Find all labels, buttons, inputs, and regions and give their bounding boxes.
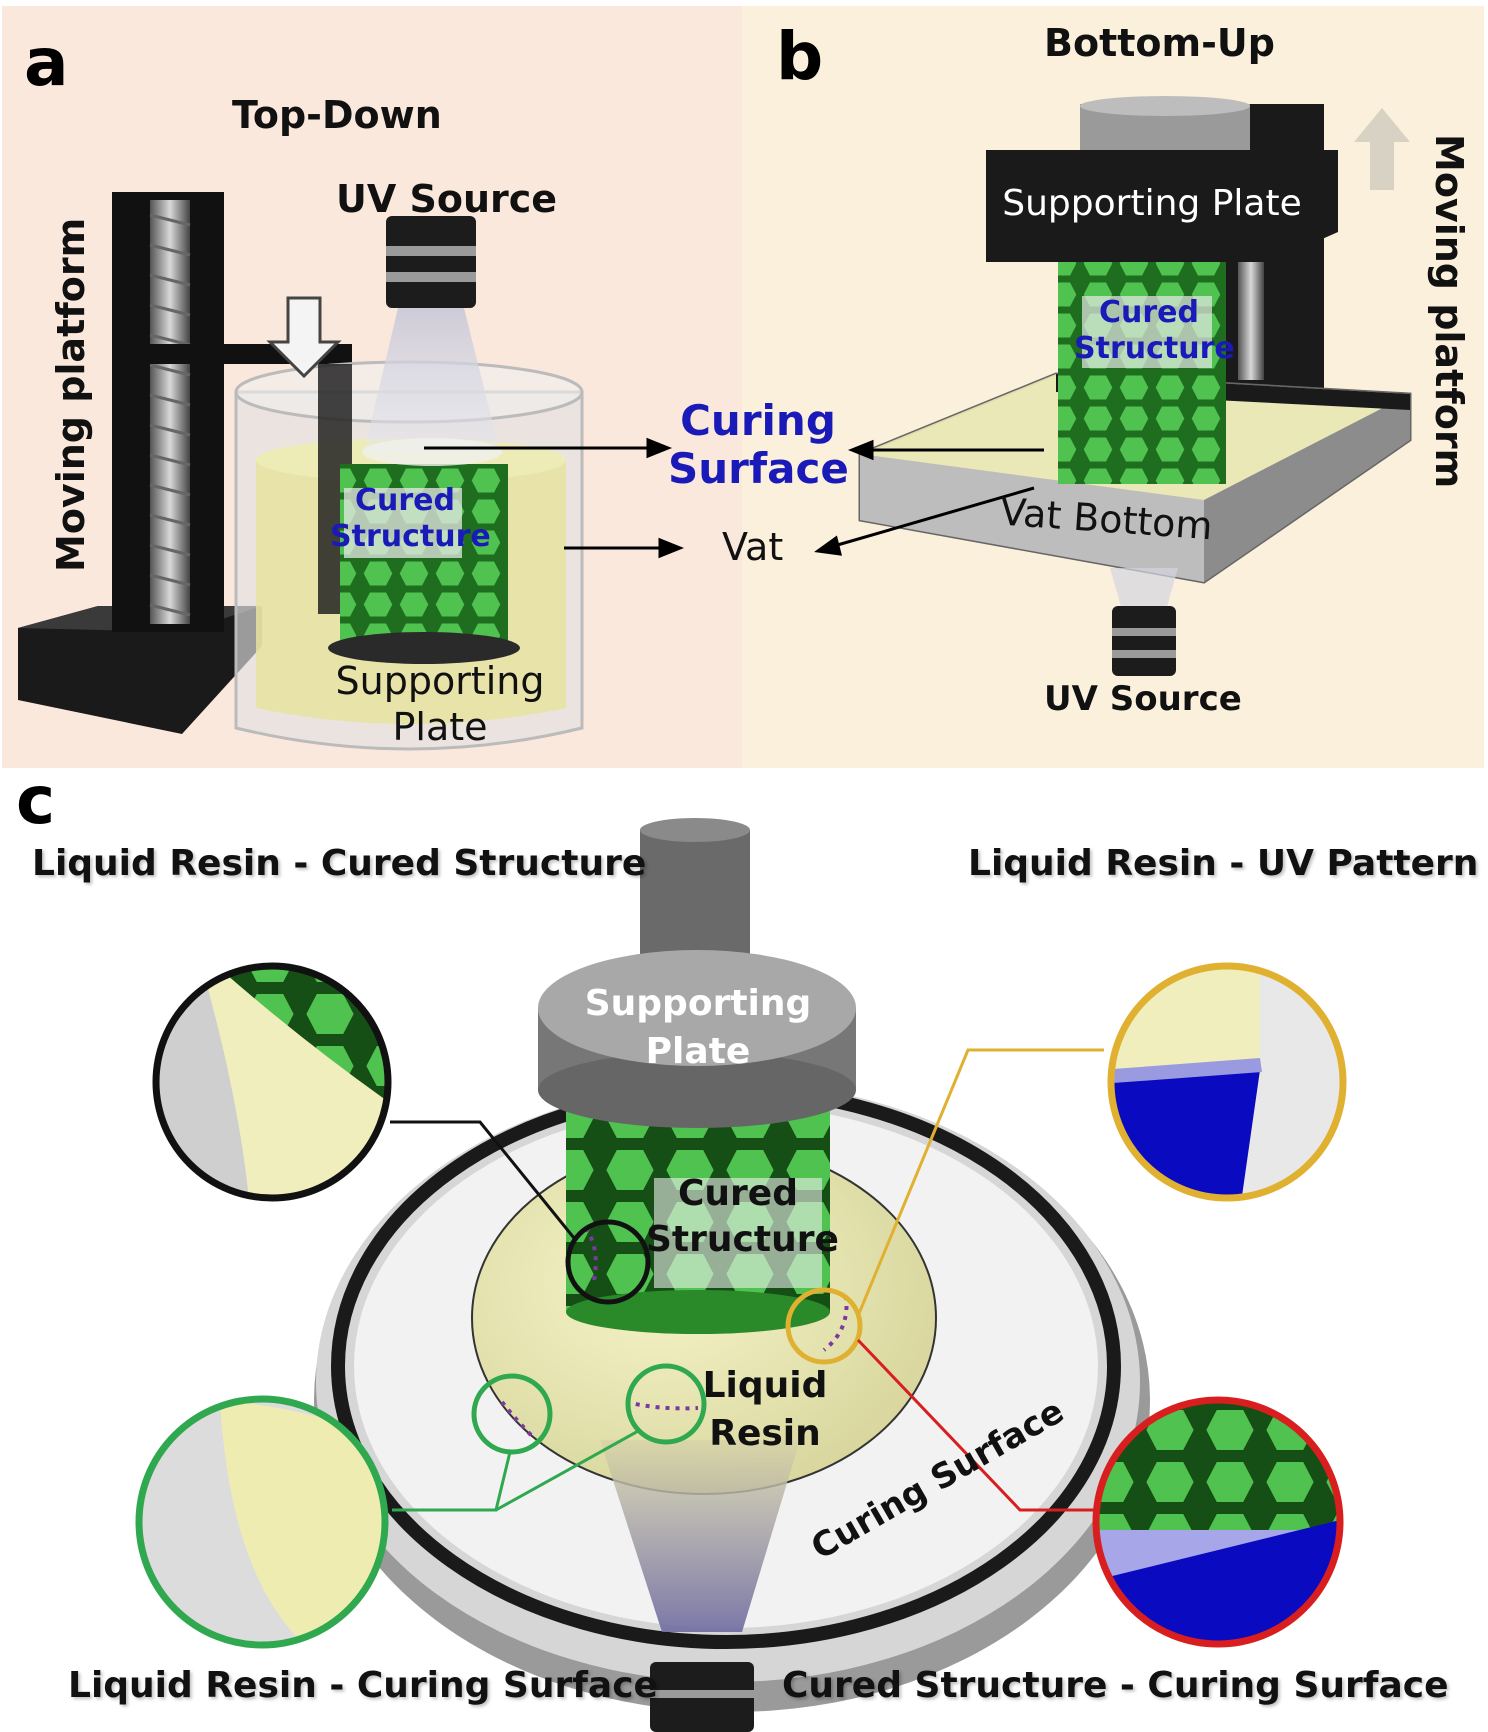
panel-a-supporting-plate-line2: Plate bbox=[392, 705, 488, 749]
inset-cured-structure-curing-surface bbox=[1092, 1396, 1344, 1648]
panel-c-liquid-resin-line1: Liquid bbox=[702, 1365, 828, 1406]
panel-a-uv-source bbox=[386, 216, 476, 308]
panel-b-printer bbox=[858, 96, 1412, 676]
inset-liquid-resin-uv-pattern bbox=[1107, 962, 1347, 1202]
panel-b-moving-platform-label: Moving platform bbox=[1427, 134, 1471, 489]
panel-a-down-arrow bbox=[266, 296, 342, 379]
panel-c-supporting-plate-line2: Plate bbox=[645, 1031, 751, 1072]
panel-c-letter: c bbox=[16, 762, 56, 839]
marker-liquid-resin-cured-structure bbox=[565, 1219, 651, 1305]
label-cured-structure-curing-surface: Cured Structure - Curing Surface bbox=[782, 1665, 1449, 1706]
panel-c-pole bbox=[640, 830, 750, 960]
label-liquid-resin-uv-pattern: Liquid Resin - UV Pattern bbox=[968, 843, 1479, 884]
marker-liquid-resin-curing-surface-2 bbox=[625, 1363, 707, 1445]
panel-b-uv-source-label: UV Source bbox=[1044, 679, 1242, 719]
vat-label: Vat bbox=[722, 525, 784, 569]
connector-arrows bbox=[424, 437, 1044, 559]
marker-liquid-resin-curing-surface-1 bbox=[471, 1373, 553, 1455]
panel-b-uv-beam bbox=[1110, 568, 1178, 610]
panel-a-supporting-plate-line1: Supporting bbox=[335, 659, 545, 703]
panel-b-supporting-plate-label: Supporting Plate bbox=[1002, 183, 1302, 224]
panel-a-uv-beam bbox=[364, 308, 500, 452]
panel-c-scene bbox=[314, 818, 1150, 1732]
curing-surface-label-line2: Surface bbox=[668, 444, 849, 493]
panel-a-moving-platform-label: Moving platform bbox=[49, 217, 93, 572]
marker-liquid-resin-uv-pattern bbox=[785, 1287, 863, 1365]
panel-b-supporting-plate bbox=[986, 150, 1338, 262]
panel-b-up-arrow bbox=[1354, 108, 1410, 190]
panel-b-uv-source bbox=[1112, 606, 1176, 676]
label-liquid-resin-cured-structure: Liquid Resin - Cured Structure bbox=[32, 843, 647, 884]
panel-c-cured-label-line2: Structure bbox=[646, 1219, 839, 1260]
panel-c-uv-beam bbox=[600, 1440, 800, 1632]
label-liquid-resin-curing-surface: Liquid Resin - Curing Surface bbox=[68, 1665, 658, 1706]
inset-liquid-resin-cured-structure bbox=[152, 962, 392, 1202]
curing-surface-label-line1: Curing bbox=[680, 396, 836, 445]
panel-c-liquid-resin-line2: Resin bbox=[709, 1413, 821, 1454]
panel-a-cured-label-line2: Structure bbox=[330, 519, 491, 554]
panel-a-printer bbox=[18, 192, 584, 751]
panel-a-uv-source-label: UV Source bbox=[336, 177, 558, 221]
inset-liquid-resin-curing-surface bbox=[135, 1395, 389, 1649]
panel-a-cured-label-line1: Cured bbox=[355, 483, 455, 518]
panel-a-title: Top-Down bbox=[232, 93, 442, 137]
panel-c-cured-label-line1: Cured bbox=[678, 1173, 798, 1214]
panel-c-supporting-plate-line1: Supporting bbox=[584, 983, 812, 1024]
panel-b-cured-label-line1: Cured bbox=[1099, 295, 1199, 330]
panel-a-letter: a bbox=[24, 24, 69, 101]
panel-b-cured-label-line2: Structure bbox=[1074, 331, 1235, 366]
panel-b-title: Bottom-Up bbox=[1044, 21, 1275, 65]
panel-b-letter: b bbox=[776, 18, 824, 95]
